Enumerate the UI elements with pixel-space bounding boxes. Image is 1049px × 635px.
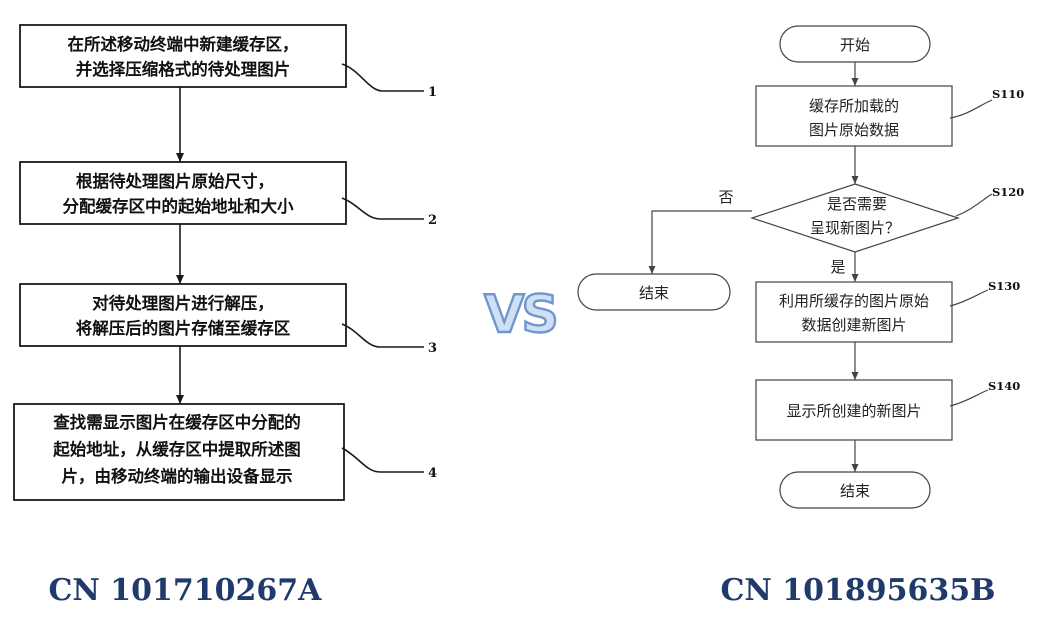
right-step-s130: 利用所缓存的图片原始 数据创建新图片 S130 xyxy=(755,279,1020,343)
right-caption: CN 101895635B xyxy=(721,573,996,608)
right-step-s120: 是否需要 呈现新图片？ S120 xyxy=(750,183,1024,253)
right-no-label: 否 xyxy=(718,188,733,206)
right-s140-leader xyxy=(949,389,989,407)
right-s110-line-2: 图片原始数据 xyxy=(809,121,899,139)
right-s130-id: S130 xyxy=(988,279,1020,293)
left-step-2-line-2: 分配缓存区中的起始地址和大小 xyxy=(63,196,295,216)
left-step-4-number: 4 xyxy=(428,466,437,481)
left-step-2-leader xyxy=(341,197,424,220)
right-end-terminal xyxy=(779,471,931,509)
right-s110-box xyxy=(755,85,953,147)
right-start-label: 开始 xyxy=(840,36,870,54)
right-flowchart: 开始 缓存所加载的 图片原始数据 S110 是否需要 呈现新图片？ S120 否… xyxy=(577,25,1024,608)
left-step-3-line-1: 对待处理图片进行解压， xyxy=(92,293,274,313)
left-step-2-line-1: 根据待处理图片原始尺寸， xyxy=(76,171,274,191)
left-step-3-box xyxy=(19,283,347,347)
left-step-4-box xyxy=(13,403,345,501)
right-s120-line-1: 是否需要 xyxy=(827,195,887,213)
right-step-s110: 缓存所加载的 图片原始数据 S110 xyxy=(755,85,1024,147)
right-s140-line-1: 显示所创建的新图片 xyxy=(786,402,921,420)
right-step-s140: 显示所创建的新图片 S140 xyxy=(755,379,1020,441)
right-s120-id: S120 xyxy=(992,185,1024,199)
right-s130-line-2: 数据创建新图片 xyxy=(801,316,906,334)
left-step-4-leader xyxy=(341,447,424,473)
right-s140-id: S140 xyxy=(988,379,1020,393)
right-yes-label: 是 xyxy=(830,258,845,276)
left-step-4-line-1: 查找需显示图片在缓存区中分配的 xyxy=(52,412,301,432)
left-step-1-line-1: 在所述移动终端中新建缓存区， xyxy=(68,34,299,54)
right-s120-leader xyxy=(955,193,993,217)
left-caption: CN 101710267A xyxy=(49,573,323,608)
left-step-2-number: 2 xyxy=(428,213,437,228)
left-step-1-leader xyxy=(341,63,424,92)
left-step-3: 对待处理图片进行解压， 将解压后的图片存储至缓存区 3 xyxy=(19,283,437,356)
left-step-4-line-2: 起始地址，从缓存区中提取所述图 xyxy=(52,439,301,459)
left-step-4: 查找需显示图片在缓存区中分配的 起始地址，从缓存区中提取所述图 片，由移动终端的… xyxy=(13,403,437,501)
left-step-1-number: 1 xyxy=(428,85,437,100)
right-s130-box xyxy=(755,281,953,343)
right-s130-line-1: 利用所缓存的图片原始 xyxy=(779,292,929,310)
right-arrow-no-branch xyxy=(648,210,752,274)
right-s140-box xyxy=(755,379,953,441)
right-s130-leader xyxy=(949,289,989,307)
right-end-no-terminal xyxy=(577,273,731,311)
left-step-3-leader xyxy=(341,323,424,348)
left-step-2-box xyxy=(19,161,347,225)
left-step-1: 在所述移动终端中新建缓存区， 并选择压缩格式的待处理图片 1 xyxy=(19,24,437,100)
right-s110-id: S110 xyxy=(992,87,1024,101)
right-s110-leader xyxy=(949,99,993,119)
left-flowchart: 在所述移动终端中新建缓存区， 并选择压缩格式的待处理图片 1 根据待处理图片原始… xyxy=(13,24,437,608)
right-s120-line-2: 呈现新图片？ xyxy=(810,219,900,237)
left-step-4-line-3: 片，由移动终端的输出设备显示 xyxy=(62,466,293,486)
left-step-1-line-2: 并选择压缩格式的待处理图片 xyxy=(76,59,291,79)
right-end-no-label: 结束 xyxy=(639,284,669,302)
left-step-3-line-2: 将解压后的图片存储至缓存区 xyxy=(76,318,291,338)
left-step-2: 根据待处理图片原始尺寸， 分配缓存区中的起始地址和大小 2 xyxy=(19,161,437,228)
left-step-3-number: 3 xyxy=(428,341,437,356)
vs-label: VS xyxy=(484,285,556,345)
left-step-1-box xyxy=(19,24,347,88)
right-s110-line-1: 缓存所加载的 xyxy=(809,97,899,115)
right-end-label: 结束 xyxy=(840,482,870,500)
